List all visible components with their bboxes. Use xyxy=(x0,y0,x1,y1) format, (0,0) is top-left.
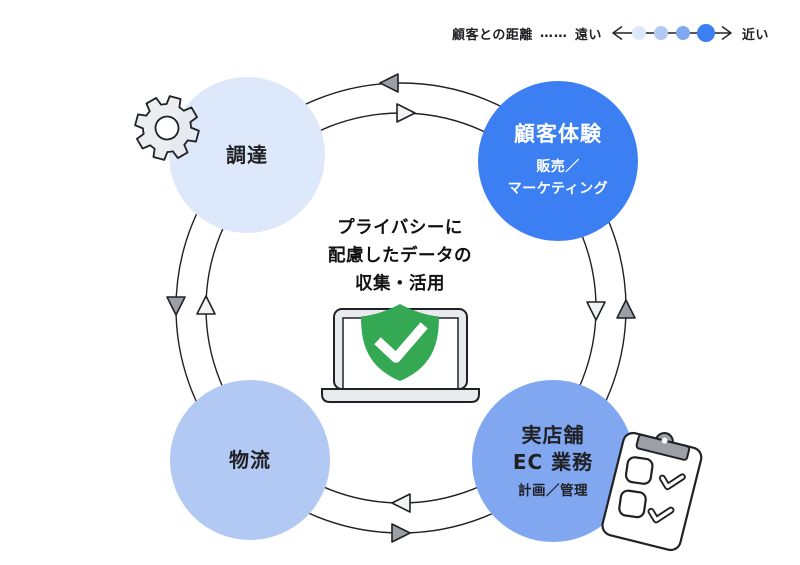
center-caption-line1: プライバシーに xyxy=(337,218,463,238)
legend-label: 顧客との距離 xyxy=(452,27,533,43)
scale-dot-near xyxy=(696,24,715,42)
laptop-base xyxy=(321,388,480,403)
distance-scale-arrow-icon xyxy=(611,24,733,42)
node-store-ec-title2: EC 業務 xyxy=(512,449,594,474)
check-icon xyxy=(658,473,686,491)
node-procurement-label: 調達 xyxy=(226,143,268,167)
node-customer-experience-title: 顧客体験 xyxy=(514,122,602,147)
arrowhead-outer-left-icon xyxy=(166,296,186,316)
node-store-ec: 実店舗 EC 業務 計画／管理 xyxy=(472,380,634,542)
scale-dot-mid-near xyxy=(675,26,690,40)
node-logistics-label: 物流 xyxy=(229,448,271,472)
arrow-left-icon xyxy=(611,25,623,41)
shield-icon xyxy=(361,304,439,381)
node-store-ec-title1: 実店舗 xyxy=(521,422,585,447)
check-icon xyxy=(647,506,675,524)
laptop-privacy-shield-icon xyxy=(321,304,480,403)
legend-far-label: 遠い xyxy=(574,27,602,43)
arrow-right-icon xyxy=(721,25,733,41)
checkmark-icon xyxy=(374,322,428,363)
arrowhead-inner-bottom-icon xyxy=(391,493,411,513)
arrowhead-inner-right-icon xyxy=(586,301,606,321)
node-logistics: 物流 xyxy=(170,380,330,540)
arrowhead-outer-bottom-icon xyxy=(391,523,411,543)
node-procurement: 調達 xyxy=(169,77,325,233)
node-customer-experience: 顧客体験 販売／ マーケティング xyxy=(478,81,638,241)
legend-leader-dots: …… xyxy=(539,25,568,41)
center-caption: プライバシーに 配慮したデータの 収集・活用 xyxy=(280,214,520,298)
node-customer-experience-sub1: 販売／ xyxy=(536,158,580,175)
node-customer-experience-sub2: マーケティング xyxy=(507,181,609,198)
arrowhead-inner-top-icon xyxy=(396,103,416,123)
customer-distance-legend: 顧客との距離 …… 遠い 近い xyxy=(452,20,769,46)
center-caption-line2: 配慮したデータの xyxy=(328,246,472,266)
arrowhead-outer-right-icon xyxy=(616,299,636,319)
arrowhead-inner-left-icon xyxy=(196,295,216,315)
legend-near-label: 近い xyxy=(741,27,769,43)
scale-dot-far xyxy=(631,26,646,40)
center-caption-line3: 収集・活用 xyxy=(355,274,445,294)
node-store-ec-sub: 計画／管理 xyxy=(518,482,588,499)
scale-dot-mid-far xyxy=(653,26,668,40)
arrowhead-outer-top-icon xyxy=(379,73,399,93)
